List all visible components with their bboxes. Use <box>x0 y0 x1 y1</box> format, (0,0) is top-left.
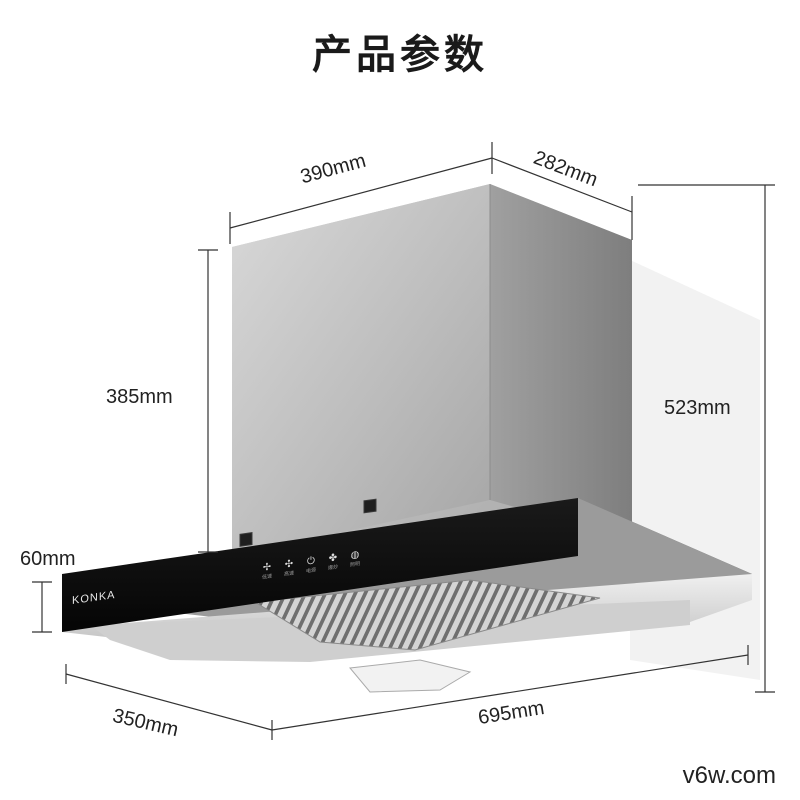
fan-high-button[interactable]: ✣ 高速 <box>280 558 298 579</box>
light-label: 照明 <box>349 561 360 569</box>
filter-grille <box>253 579 601 651</box>
fan-high-label: 高速 <box>283 570 294 578</box>
label-hood-thickness: 60mm <box>20 548 76 570</box>
fan-low-button[interactable]: ✢ 低速 <box>258 561 276 582</box>
turbo-button[interactable]: ✤ 爆炒 <box>324 552 342 573</box>
watermark: v6w.com <box>682 762 776 789</box>
page-title: 产品参数 <box>312 32 488 78</box>
display-left <box>239 532 253 547</box>
control-panel <box>62 498 578 632</box>
oil-cup <box>349 659 472 693</box>
dimension-lines <box>32 142 775 740</box>
power-label: 电源 <box>305 567 316 575</box>
chimney <box>232 184 632 556</box>
fan-low-label: 低速 <box>261 573 272 581</box>
light-button[interactable]: ◍ 照明 <box>346 549 364 570</box>
label-chimney-height: 385mm <box>106 386 173 408</box>
power-button[interactable]: ⏻ 电源 <box>302 555 320 576</box>
label-total-height: 523mm <box>664 397 731 419</box>
display-right <box>363 498 377 514</box>
turbo-label: 爆炒 <box>327 564 338 572</box>
